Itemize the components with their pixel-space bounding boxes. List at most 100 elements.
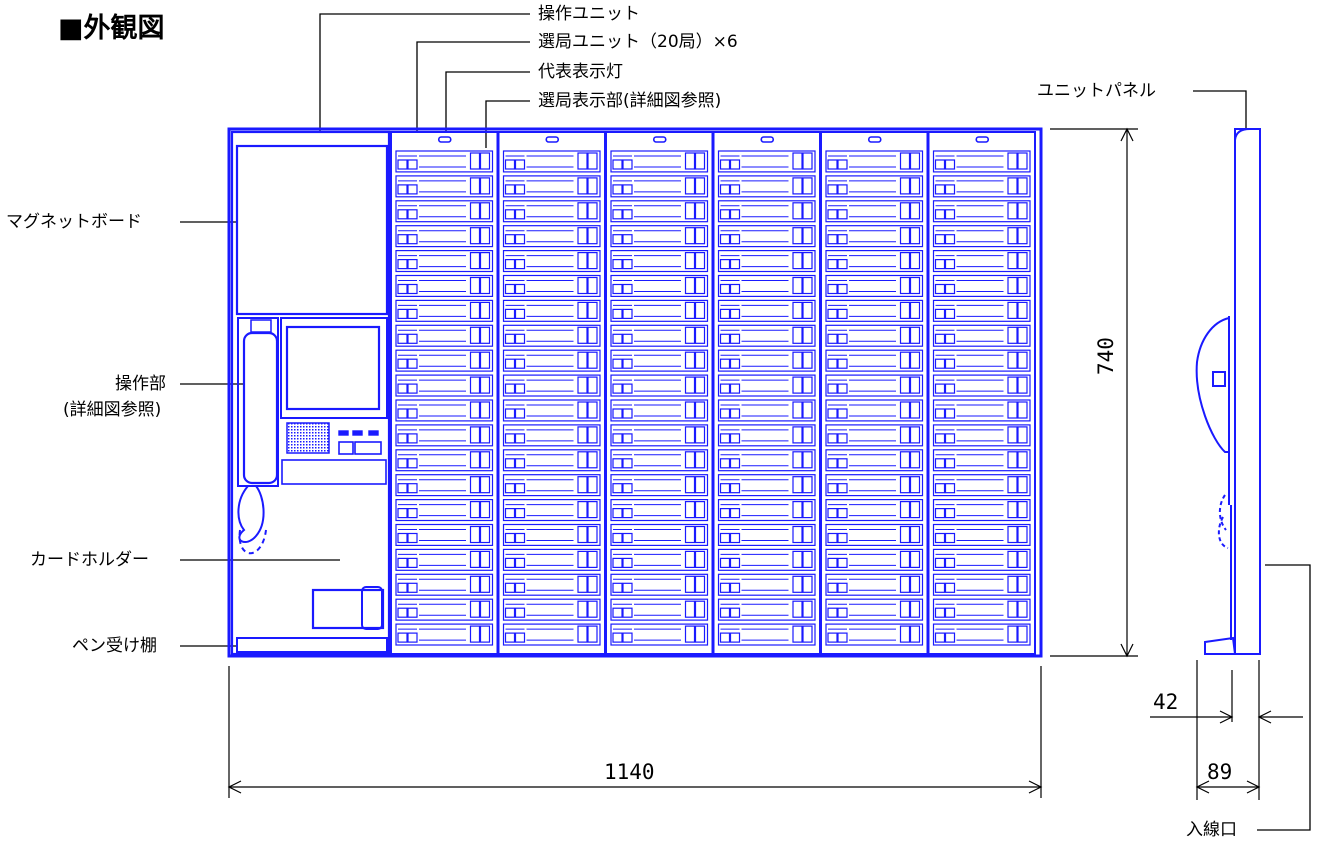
leader-selector-unit bbox=[416, 41, 530, 132]
station-row bbox=[825, 424, 924, 447]
station-row bbox=[395, 250, 494, 273]
callout-operation-unit: 操作ユニット bbox=[538, 4, 640, 24]
station-row bbox=[717, 598, 816, 621]
callout-card-holder: カードホルダー bbox=[30, 550, 149, 570]
station-row bbox=[825, 274, 924, 297]
station-row bbox=[717, 200, 816, 223]
station-row bbox=[395, 299, 494, 322]
station-row bbox=[395, 424, 494, 447]
station-row bbox=[932, 274, 1031, 297]
page-title: ■外観図 bbox=[58, 13, 165, 44]
front-view bbox=[227, 127, 1043, 658]
station-row bbox=[502, 200, 601, 223]
station-row bbox=[825, 349, 924, 372]
selector-unit bbox=[605, 131, 714, 655]
station-row bbox=[610, 274, 709, 297]
station-row bbox=[610, 349, 709, 372]
station-row bbox=[502, 449, 601, 472]
dim-height-value: 740 bbox=[1094, 337, 1118, 375]
operation-unit bbox=[230, 130, 391, 656]
selector-unit bbox=[712, 131, 821, 655]
station-row bbox=[502, 399, 601, 422]
station-row bbox=[825, 324, 924, 347]
station-row bbox=[825, 499, 924, 522]
leader-unit-panel bbox=[1193, 90, 1247, 128]
station-row bbox=[717, 324, 816, 347]
dim-width-value: 1140 bbox=[604, 760, 655, 784]
station-row bbox=[502, 374, 601, 397]
station-row bbox=[395, 499, 494, 522]
station-row bbox=[825, 598, 924, 621]
station-row bbox=[395, 449, 494, 472]
station-row bbox=[717, 250, 816, 273]
station-row bbox=[610, 598, 709, 621]
station-row bbox=[825, 573, 924, 596]
rep-indicator-lamp bbox=[760, 136, 775, 143]
callout-unit-panel: ユニットパネル bbox=[1037, 81, 1156, 101]
station-row bbox=[825, 374, 924, 397]
station-row bbox=[502, 598, 601, 621]
rep-indicator-lamp bbox=[545, 136, 560, 143]
station-row bbox=[717, 499, 816, 522]
station-row bbox=[932, 598, 1031, 621]
station-row bbox=[932, 299, 1031, 322]
side-view bbox=[1195, 128, 1261, 655]
station-row bbox=[610, 474, 709, 497]
station-row bbox=[610, 449, 709, 472]
leader-operation-unit bbox=[319, 13, 530, 132]
station-row bbox=[717, 424, 816, 447]
station-row bbox=[502, 175, 601, 198]
station-row bbox=[502, 274, 601, 297]
station-row bbox=[502, 324, 601, 347]
monitor-screen bbox=[285, 325, 381, 411]
station-row bbox=[825, 299, 924, 322]
selector-unit bbox=[390, 131, 499, 655]
callout-control-part-detail: (詳細図参照) bbox=[63, 400, 162, 420]
station-row bbox=[932, 449, 1031, 472]
station-row bbox=[717, 623, 816, 646]
leader-lines bbox=[180, 13, 1311, 831]
station-row bbox=[502, 349, 601, 372]
station-row bbox=[610, 573, 709, 596]
station-row bbox=[717, 399, 816, 422]
callout-control-part: 操作部 bbox=[115, 374, 166, 394]
station-row bbox=[610, 225, 709, 248]
station-row bbox=[395, 274, 494, 297]
station-row bbox=[932, 399, 1031, 422]
pen-shelf bbox=[236, 637, 388, 653]
station-row bbox=[825, 548, 924, 571]
station-row bbox=[932, 324, 1031, 347]
leader-selector-display bbox=[485, 100, 530, 148]
dimension-lines bbox=[227, 127, 1303, 800]
station-row bbox=[395, 548, 494, 571]
station-row bbox=[395, 225, 494, 248]
station-row bbox=[932, 474, 1031, 497]
station-row bbox=[610, 250, 709, 273]
selector-unit bbox=[497, 131, 606, 655]
station-row bbox=[932, 623, 1031, 646]
station-row bbox=[610, 299, 709, 322]
station-row bbox=[932, 225, 1031, 248]
station-row bbox=[717, 274, 816, 297]
station-row bbox=[717, 349, 816, 372]
station-row bbox=[717, 523, 816, 546]
side-base bbox=[1204, 636, 1237, 655]
station-row bbox=[395, 175, 494, 198]
side-panel bbox=[1234, 128, 1261, 655]
dim-depth-89: 89 bbox=[1207, 760, 1233, 784]
rep-indicator-lamp bbox=[867, 136, 882, 143]
station-row bbox=[825, 623, 924, 646]
station-row bbox=[395, 200, 494, 223]
station-row bbox=[932, 573, 1031, 596]
callout-selector-unit: 選局ユニット（20局）×6 bbox=[538, 32, 738, 52]
station-row bbox=[395, 399, 494, 422]
station-row bbox=[610, 424, 709, 447]
card-holder bbox=[311, 588, 385, 630]
station-row bbox=[610, 499, 709, 522]
station-row bbox=[932, 548, 1031, 571]
station-row bbox=[395, 374, 494, 397]
station-row bbox=[610, 548, 709, 571]
station-row bbox=[825, 449, 924, 472]
station-row bbox=[395, 598, 494, 621]
